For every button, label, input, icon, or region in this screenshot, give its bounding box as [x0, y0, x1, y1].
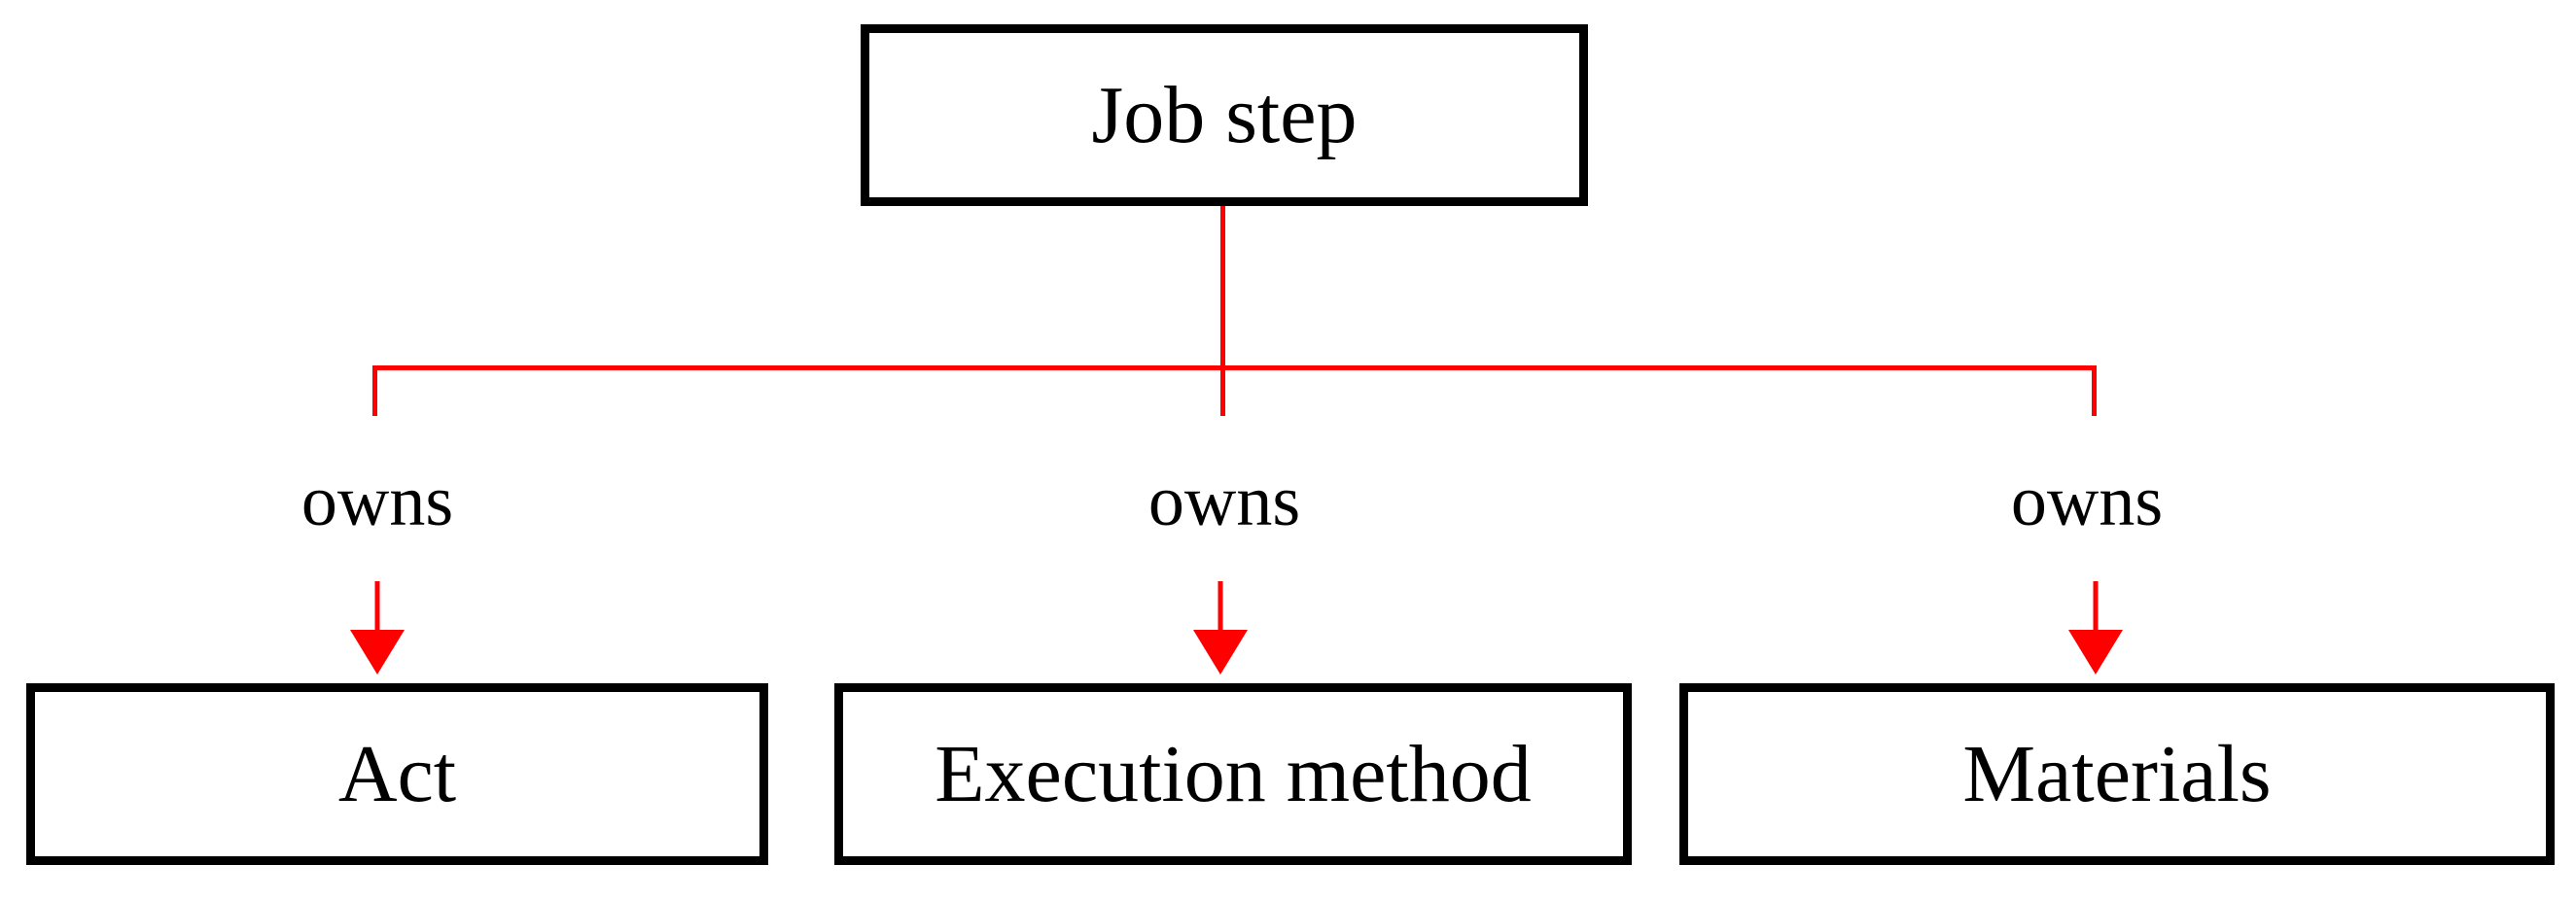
connector-horizontal-line [372, 365, 2097, 370]
node-job-step: Job step [861, 24, 1588, 206]
node-materials: Materials [1679, 683, 2555, 865]
arrow-stem [1217, 581, 1223, 634]
node-execution-method-label: Execution method [935, 728, 1532, 819]
arrow-head [1193, 630, 1248, 675]
edge-label-owns-right: owns [2010, 462, 2164, 541]
edge-label-owns-left: owns [300, 462, 454, 541]
connector-left-stub-line [372, 365, 377, 416]
node-job-step-label: Job step [1091, 69, 1358, 160]
connector-trunk-line [1220, 206, 1225, 416]
arrow-head [350, 630, 405, 675]
arrow-stem [374, 581, 380, 634]
node-materials-label: Materials [1962, 728, 2272, 819]
arrow-stem [2093, 581, 2099, 634]
node-act: Act [26, 683, 768, 865]
node-execution-method: Execution method [834, 683, 1632, 865]
arrow-head [2068, 630, 2123, 675]
connector-right-stub-line [2092, 365, 2097, 416]
edge-label-owns-middle: owns [1147, 462, 1301, 541]
node-act-label: Act [337, 728, 457, 819]
